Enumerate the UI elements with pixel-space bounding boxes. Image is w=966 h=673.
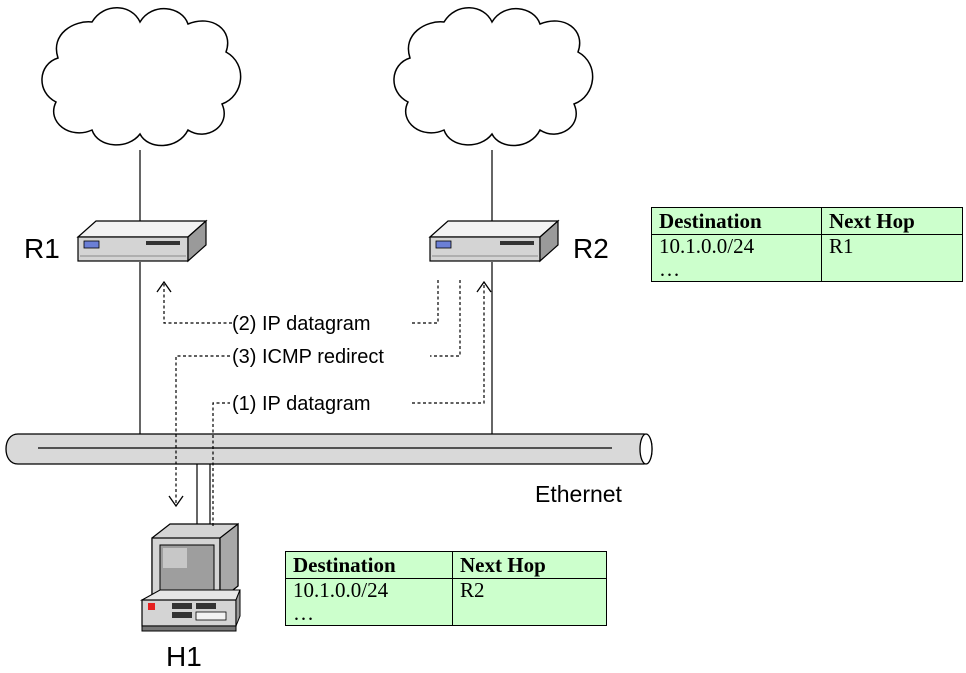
- msg2-path: [163, 280, 439, 324]
- arrow-to-h1: [168, 495, 184, 508]
- h1-table-destination-cell: 10.1.0.0/24 …: [285, 578, 453, 626]
- r2-table-destination-cell: 10.1.0.0/24 …: [651, 234, 822, 282]
- msg1-path: [212, 284, 485, 526]
- router-r1-icon: [76, 219, 208, 263]
- msg1-label: (1) IP datagram: [232, 393, 371, 415]
- arrow-to-r1: [156, 280, 172, 293]
- msg2-label: (2) IP datagram: [232, 313, 371, 335]
- cloud-right-icon: [393, 7, 594, 147]
- r2-table-header-destination: Destination: [651, 207, 822, 235]
- h1-table-header-destination: Destination: [285, 551, 453, 579]
- ethernet-bus: [5, 433, 653, 465]
- cloud-left-icon: [41, 7, 242, 147]
- r2-routing-table: Destination Next Hop 10.1.0.0/24 … R1: [651, 207, 963, 282]
- r2-table-destination-1: …: [659, 257, 680, 281]
- msg3-path: [175, 280, 461, 504]
- r1-label: R1: [24, 233, 60, 264]
- h1-table-next-hop-cell: R2: [452, 578, 607, 626]
- ethernet-label: Ethernet: [535, 481, 623, 507]
- r2-label: R2: [573, 233, 609, 264]
- r2-table-header-next-hop: Next Hop: [821, 207, 963, 235]
- h1-routing-table: Destination Next Hop 10.1.0.0/24 … R2: [285, 551, 607, 626]
- msg3-label: (3) ICMP redirect: [232, 346, 384, 368]
- r2-table-next-hop-cell: R1: [821, 234, 963, 282]
- host-h1-icon: [139, 522, 241, 632]
- r2-table-destination-0: 10.1.0.0/24: [659, 234, 755, 258]
- h1-label: H1: [166, 641, 202, 672]
- arrow-to-r2: [476, 280, 492, 293]
- h1-table-destination-0: 10.1.0.0/24: [293, 578, 389, 602]
- h1-table-header-next-hop: Next Hop: [452, 551, 607, 579]
- router-r2-icon: [428, 219, 560, 263]
- h1-table-destination-1: …: [293, 601, 314, 625]
